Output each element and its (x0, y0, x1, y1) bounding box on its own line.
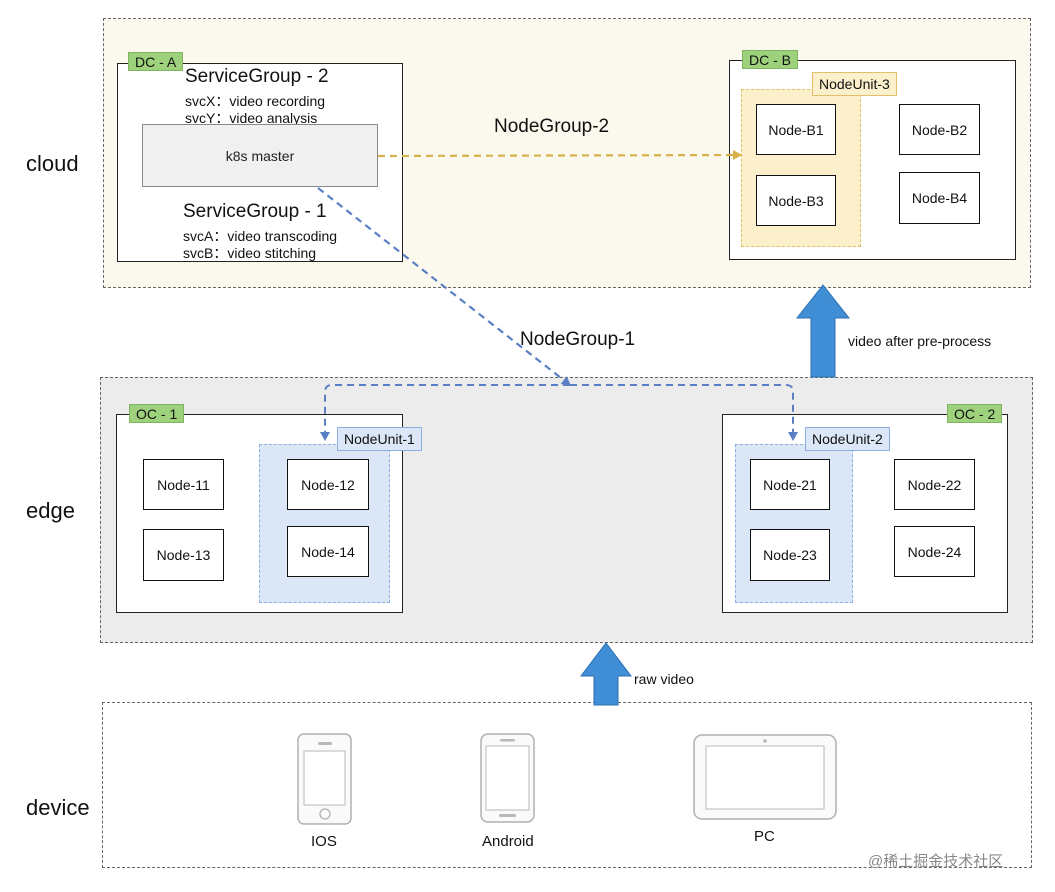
node-23: Node-23 (750, 529, 830, 581)
device-zone (102, 702, 1032, 868)
service-group-1-line: svcA：video transcoding (183, 228, 338, 244)
node-unit-3-tag: NodeUnit-3 (812, 72, 897, 96)
service-group-2-line: svcY：video analysis (185, 110, 318, 126)
service-group-2-line: svcX：video recording (185, 93, 326, 109)
service-group-2-title: ServiceGroup - 2 (185, 66, 329, 87)
node-group-1-branch-left (320, 384, 570, 441)
node-group-2-arrow (377, 150, 742, 161)
node-group-1-branch-right (570, 384, 798, 441)
layer-label-cloud: cloud (26, 151, 79, 176)
upload-arrow-device-to-edge (579, 642, 633, 706)
device-label-pc: PC (754, 828, 775, 845)
watermark-text: @稀土掘金技术社区 (868, 853, 1004, 870)
node-b4: Node-B4 (899, 172, 980, 224)
layer-label-device: device (26, 795, 90, 820)
k8s-master-box: k8s master (142, 124, 378, 187)
service-group-1-title: ServiceGroup - 1 (183, 201, 327, 222)
service-group-1-line: svcB：video stitching (183, 245, 317, 261)
node-14: Node-14 (287, 526, 369, 577)
node-11: Node-11 (143, 459, 224, 510)
node-21: Node-21 (750, 459, 830, 510)
node-group-2-label: NodeGroup-2 (494, 116, 610, 137)
node-group-1-label: NodeGroup-1 (520, 329, 636, 350)
oc-2-tag: OC - 2 (947, 404, 1003, 423)
upload-arrow-edge-to-cloud (795, 284, 851, 378)
node-24: Node-24 (894, 526, 975, 577)
ios-phone-icon (297, 733, 352, 825)
device-label-ios: IOS (311, 833, 337, 850)
node-b1: Node-B1 (756, 104, 836, 155)
device-label-android: Android (482, 833, 534, 850)
dc-a-tag: DC - A (128, 52, 184, 71)
node-12: Node-12 (287, 459, 369, 510)
node-b3: Node-B3 (756, 175, 836, 226)
node-unit-1-tag: NodeUnit-1 (337, 427, 422, 451)
node-b2: Node-B2 (899, 104, 980, 155)
video-after-preprocess-label: video after pre-process (848, 333, 992, 349)
node-unit-2-tag: NodeUnit-2 (805, 427, 890, 451)
oc-1-tag: OC - 1 (129, 404, 185, 423)
android-phone-icon (480, 733, 535, 823)
node-group-1-arrow (317, 187, 571, 386)
node-22: Node-22 (894, 459, 975, 510)
pc-tablet-icon (693, 734, 837, 820)
layer-label-edge: edge (26, 498, 75, 523)
raw-video-label: raw video (634, 671, 694, 687)
node-13: Node-13 (143, 529, 224, 581)
dc-b-tag: DC - B (742, 50, 798, 69)
